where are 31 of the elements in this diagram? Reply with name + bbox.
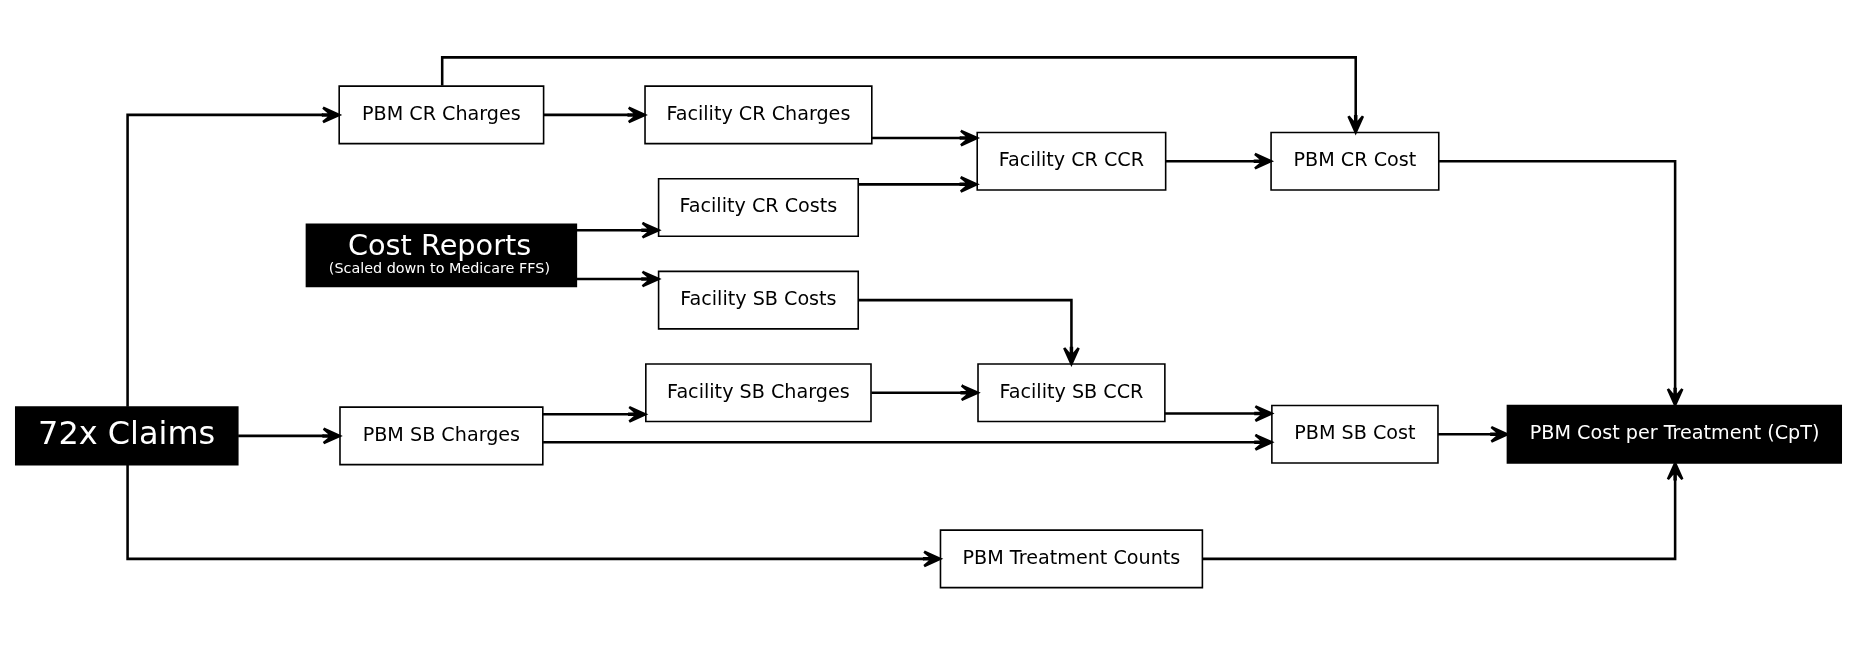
node-box: PBM SB Charges xyxy=(339,406,544,466)
arrow xyxy=(126,106,341,407)
node-box: Facility SB CCR xyxy=(977,363,1166,423)
node-box: Facility CR Costs xyxy=(657,177,860,238)
arrow xyxy=(1165,152,1273,170)
node-box: Facility CR CCR xyxy=(976,131,1167,191)
node-box: PBM CR Cost xyxy=(1270,131,1440,191)
arrow xyxy=(858,298,1080,366)
arrow xyxy=(1439,159,1684,407)
node-box: PBM Cost per Treatment (CpT) xyxy=(1506,404,1842,464)
arrow xyxy=(576,221,660,239)
node-box: Facility SB Costs xyxy=(657,270,860,330)
arrow xyxy=(858,175,979,193)
node-box: PBM CR Charges xyxy=(338,85,545,145)
node-box: Cost Reports (Scaled down to Medicare FFS) xyxy=(305,223,578,288)
arrow xyxy=(1165,405,1273,422)
node-box: PBM Treatment Counts xyxy=(939,529,1204,589)
node-box: Facility SB Charges xyxy=(645,363,872,423)
arrow xyxy=(1202,461,1684,561)
arrow xyxy=(543,106,647,124)
arrow xyxy=(576,270,660,288)
node-box: 72x Claims xyxy=(14,406,239,466)
arrow xyxy=(543,433,1273,451)
arrow xyxy=(1438,425,1509,443)
arrow xyxy=(871,384,979,402)
arrow xyxy=(543,405,647,423)
node-box: Facility CR Charges xyxy=(644,85,873,145)
node-box: PBM SB Cost xyxy=(1271,404,1439,464)
arrow xyxy=(126,465,942,568)
arrow xyxy=(238,427,341,445)
arrow xyxy=(871,129,979,147)
